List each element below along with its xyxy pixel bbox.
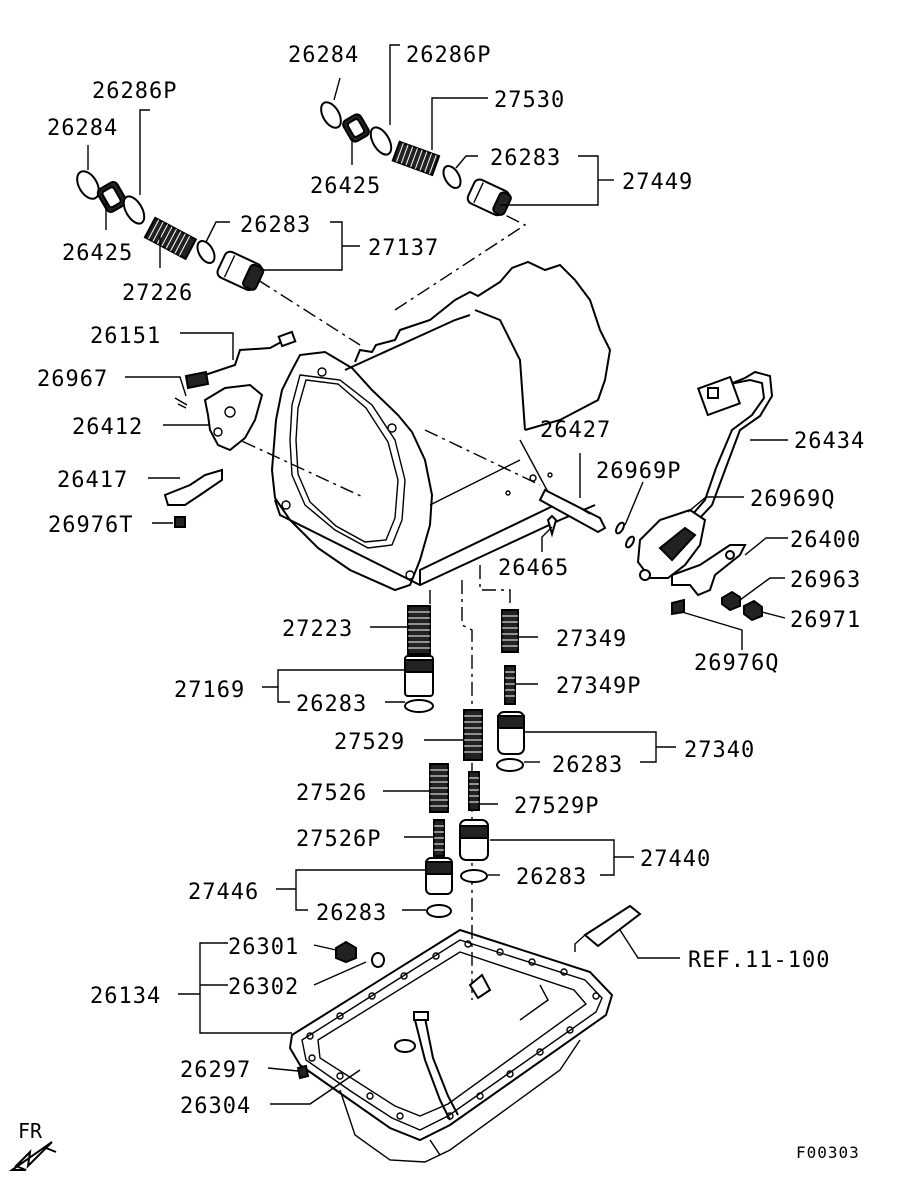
part-label: 26304 [180,1094,251,1119]
part-label: 26134 [90,984,161,1009]
part-label: 27349P [556,674,641,699]
solenoid-group-lower [76,170,265,292]
accumulator-parts [404,605,525,918]
part-label: 26427 [540,418,611,443]
part-label: 27446 [188,880,259,905]
part-label: 27526P [296,827,381,852]
part-label: 26465 [498,556,569,581]
solenoid-group-upper [320,101,512,217]
part-label: 27137 [368,236,439,261]
part-label: 26283 [490,146,561,171]
part-label: 26283 [240,213,311,238]
transmission-case [217,214,612,1000]
part-label: 26301 [228,935,299,960]
part-label: 26417 [57,468,128,493]
front-direction-arrow: FR [8,1119,57,1171]
part-label: 26283 [516,865,587,890]
part-label: 27440 [640,847,711,872]
part-label: 26400 [790,528,861,553]
part-label: 26969P [596,459,681,484]
leader-lines [87,44,788,1105]
part-label: 26976T [48,513,133,538]
part-label: 26425 [62,241,133,266]
part-labels: 26284 26286P 26425 27530 26283 27449 262… [37,43,865,1162]
fr-label: FR [18,1119,43,1143]
part-label: 27349 [556,627,627,652]
part-label: 26297 [180,1058,251,1083]
part-label: 26283 [316,901,387,926]
part-label: 26412 [72,415,143,440]
part-label: 26969Q [750,487,835,512]
part-label: 26302 [228,975,299,1000]
part-label: 26286P [92,79,177,104]
part-label: 27226 [122,281,193,306]
pan-bolt-holes [306,940,600,1120]
drawing-code: F00303 [796,1143,860,1162]
part-label: 26151 [90,324,161,349]
part-label: 26283 [552,753,623,778]
part-label: 27529 [334,730,405,755]
manual-shaft-and-sensor [538,370,774,622]
part-label: 26967 [37,367,108,392]
part-label: 27529P [514,794,599,819]
part-label: 26963 [790,568,861,593]
reference-label: REF.11-100 [688,948,830,973]
part-label: 27169 [174,678,245,703]
part-label: 26284 [288,43,359,68]
part-label: 27449 [622,170,693,195]
part-label: 26976Q [694,651,779,676]
part-label: 26283 [296,692,367,717]
part-label: 26425 [310,174,381,199]
part-label: 27530 [494,88,565,113]
part-label: 26286P [406,43,491,68]
part-label: 27526 [296,781,367,806]
part-label: 26434 [794,429,865,454]
part-label: 27340 [684,738,755,763]
oil-pan [288,904,642,1163]
part-label: 27223 [282,617,353,642]
part-label: 26971 [790,608,861,633]
part-label: 26284 [47,116,118,141]
